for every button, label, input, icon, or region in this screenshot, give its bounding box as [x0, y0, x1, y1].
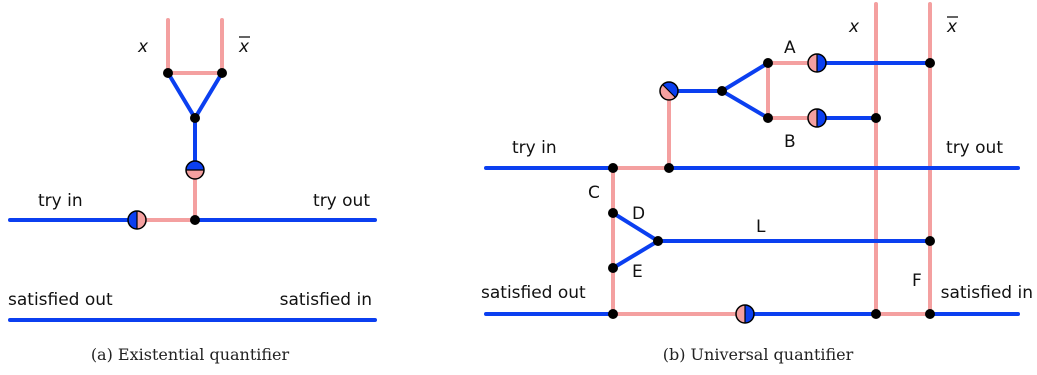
pink-wires-a — [144, 18, 224, 222]
node — [608, 163, 618, 173]
label-satisfied-out-a: satisfied out — [8, 290, 113, 310]
label-d-b: D — [632, 204, 645, 224]
node — [925, 58, 935, 68]
blue-wires-b — [484, 61, 1020, 316]
label-x-b: x — [848, 17, 860, 37]
label-e-b: E — [632, 262, 643, 282]
label-satisfied-in-b: satisfied in — [941, 283, 1033, 303]
node — [653, 236, 663, 246]
gadget-satisfied-b — [735, 304, 755, 324]
label-try-in-b: try in — [512, 138, 557, 158]
gadget-b-b — [807, 108, 827, 128]
label-satisfied-out-b: satisfied out — [481, 283, 586, 303]
node — [190, 215, 200, 225]
gadget-vertical-a — [185, 160, 205, 180]
node — [608, 309, 618, 319]
gadget-top-left-b — [659, 81, 679, 101]
label-xbar-a: x — [238, 37, 250, 57]
label-c-b: C — [588, 183, 600, 203]
node-a — [763, 58, 773, 68]
label-b-b: B — [784, 132, 796, 152]
label-xbar-b: x — [946, 17, 958, 37]
node — [190, 113, 200, 123]
wire-fork-top — [718, 61, 770, 120]
node-d — [608, 208, 618, 218]
node-b — [763, 113, 773, 123]
label-f-b: F — [912, 271, 922, 291]
wire-triangle — [166, 71, 224, 122]
pink-wires-b — [611, 2, 932, 316]
caption-b: (b) Universal quantifier — [663, 345, 854, 364]
nodes-a — [163, 68, 227, 225]
label-x-a: x — [137, 37, 149, 57]
caption-a: (a) Existential quantifier — [91, 345, 290, 364]
label-satisfied-in-a: satisfied in — [280, 290, 372, 310]
gadget-horizontal-a — [127, 210, 147, 230]
node — [217, 68, 227, 78]
node — [925, 236, 935, 246]
universal-quantifier-diagram: x x A B C D E L F try in try out satisfi… — [481, 2, 1033, 364]
label-try-in-a: try in — [38, 191, 83, 211]
node — [163, 68, 173, 78]
node — [664, 163, 674, 173]
label-try-out-a: try out — [313, 191, 370, 211]
label-try-out-b: try out — [946, 138, 1003, 158]
node — [717, 86, 727, 96]
nodes-b — [608, 58, 935, 319]
label-a-b: A — [784, 38, 796, 58]
label-l-b: L — [756, 217, 766, 237]
node — [871, 113, 881, 123]
existential-quantifier-diagram: x x try in try out satisfied out satisfi… — [8, 18, 377, 364]
node-f — [925, 309, 935, 319]
gadget-a-b — [807, 53, 827, 73]
node — [871, 309, 881, 319]
node-e — [608, 263, 618, 273]
